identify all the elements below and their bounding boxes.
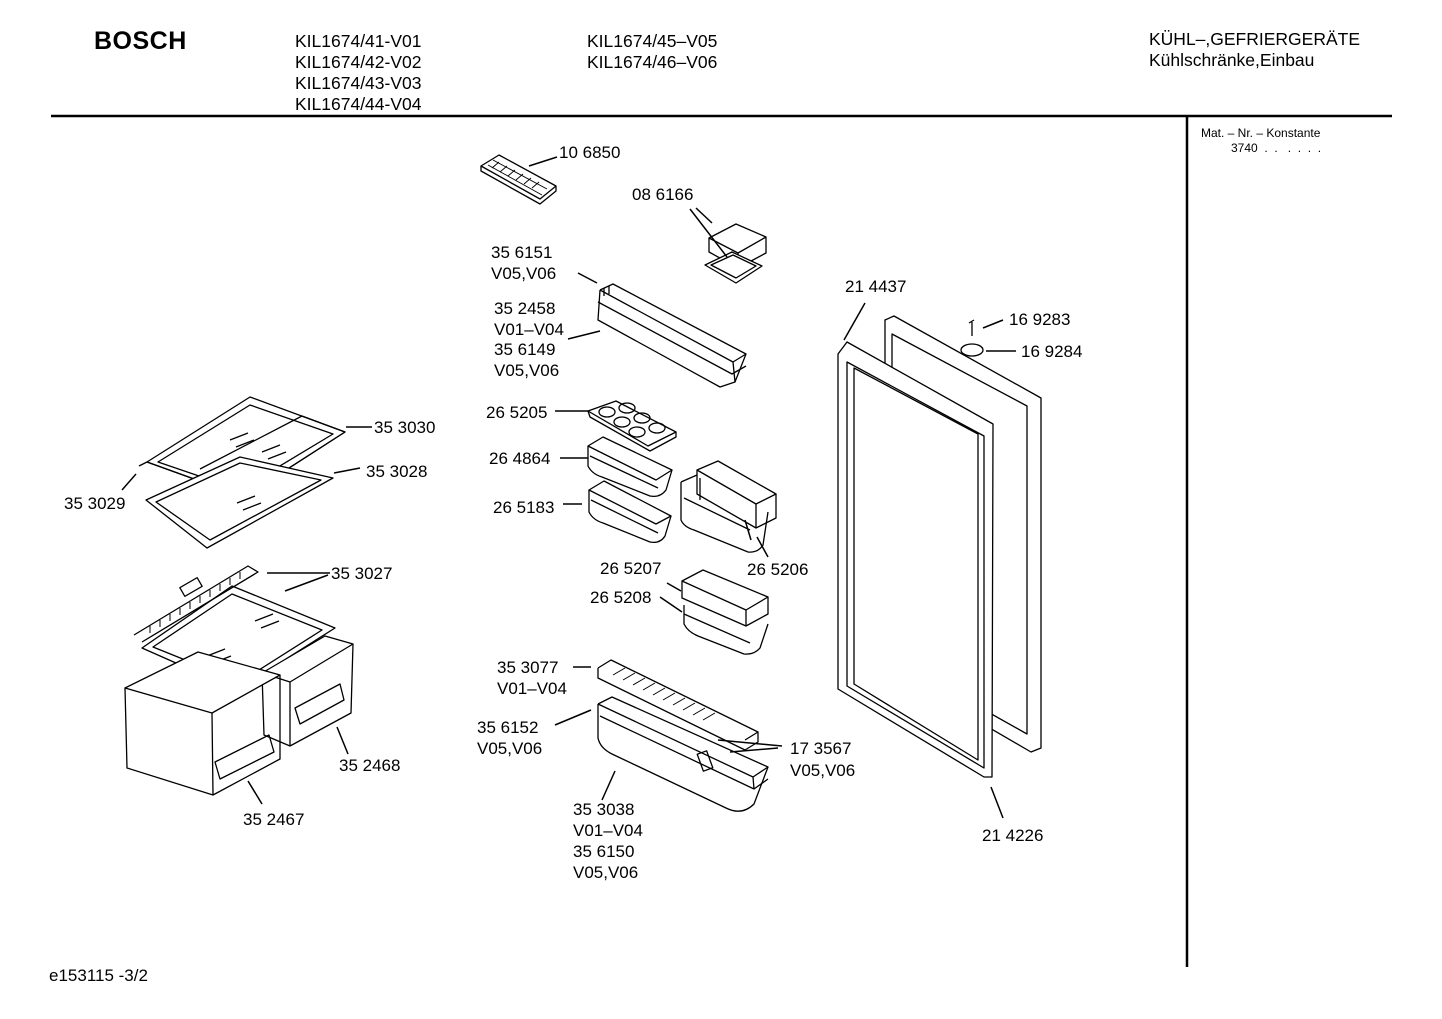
part-label: 16 9284 [1021,342,1082,361]
category-title: KÜHL–,GEFRIERGERÄTE [1149,29,1361,49]
part-label: 35 6151 [491,243,552,262]
part-label: V05,V06 [491,264,556,283]
part-label: 16 9283 [1009,310,1070,329]
door-screw [968,319,975,336]
part-label: 35 6152 [477,718,538,737]
material-constant: Mat. – Nr. – Konstante 3740 . . . . . . [1201,126,1321,156]
model-number: KIL1674/41-V01 [295,31,422,51]
ice-cube-tray [480,154,557,205]
part-label: V05,V06 [790,761,855,780]
glass-shelf-lower [145,456,334,549]
part-label: 35 3029 [64,494,125,513]
part-label: 35 6150 [573,842,634,861]
leader-lines [121,156,1016,819]
part-label: 35 3038 [573,800,634,819]
model-list-1: KIL1674/41-V01 KIL1674/42-V02 KIL1674/43… [295,31,422,115]
brand-logo: BOSCH [94,27,187,55]
part-label: 26 5206 [747,560,808,579]
part-label: 21 4437 [845,277,906,296]
door-gasket [837,341,994,778]
part-label: 26 5183 [493,498,554,517]
model-number: KIL1674/44-V04 [295,94,422,114]
part-label: 35 2467 [243,810,304,829]
part-label: 10 6850 [559,143,620,162]
part-label: 35 3030 [374,418,435,437]
part-label: V05,V06 [477,739,542,758]
part-label: 26 5208 [590,588,651,607]
crisper-drawer-left [124,651,281,796]
part-label: V01–V04 [497,679,567,698]
part-label: V01–V04 [573,821,643,840]
cheese-box [680,460,777,553]
crisper-drawer-right [261,635,354,747]
small-door-bin-b [588,480,672,544]
model-number: KIL1674/43-V03 [295,73,422,93]
part-label: 35 6149 [494,340,555,359]
category-subtitle: Kühlschränke,Einbau [1149,50,1315,70]
part-label: 35 3077 [497,658,558,677]
material-constant-value: 3740 . . . . . . [1231,141,1322,155]
upper-door-shelf [597,283,747,388]
part-label: 17 3567 [790,739,851,758]
bottle-retainer [597,659,759,751]
material-constant-heading: Mat. – Nr. – Konstante [1201,126,1321,140]
small-door-bin-a [587,436,673,498]
bottle-shelf [597,696,769,812]
part-label: 26 5207 [600,559,661,578]
egg-tray [587,400,677,452]
part-label: 26 5205 [486,403,547,422]
small-bin-pair [681,569,769,655]
drawing-code: e153115 -3/2 [49,966,148,985]
part-label: 35 3027 [331,564,392,583]
part-label: V05,V06 [494,361,559,380]
part-label: V05,V06 [573,863,638,882]
category-block: KÜHL–,GEFRIERGERÄTE Kühlschränke,Einbau [1149,29,1360,71]
part-label: 21 4226 [982,826,1043,845]
butter-dish [704,223,767,284]
part-label: 08 6166 [632,185,693,204]
part-label: V01–V04 [494,320,564,339]
hinge-cover [960,343,984,357]
model-number: KIL1674/45–V05 [587,31,718,51]
part-label: 26 4864 [489,449,550,468]
part-label: 35 2458 [494,299,555,318]
model-number: KIL1674/42-V02 [295,52,422,72]
part-label: 35 2468 [339,756,400,775]
part-label: 35 3028 [366,462,427,481]
model-list-2: KIL1674/45–V05 KIL1674/46–V06 [587,31,717,73]
model-number: KIL1674/46–V06 [587,52,718,72]
